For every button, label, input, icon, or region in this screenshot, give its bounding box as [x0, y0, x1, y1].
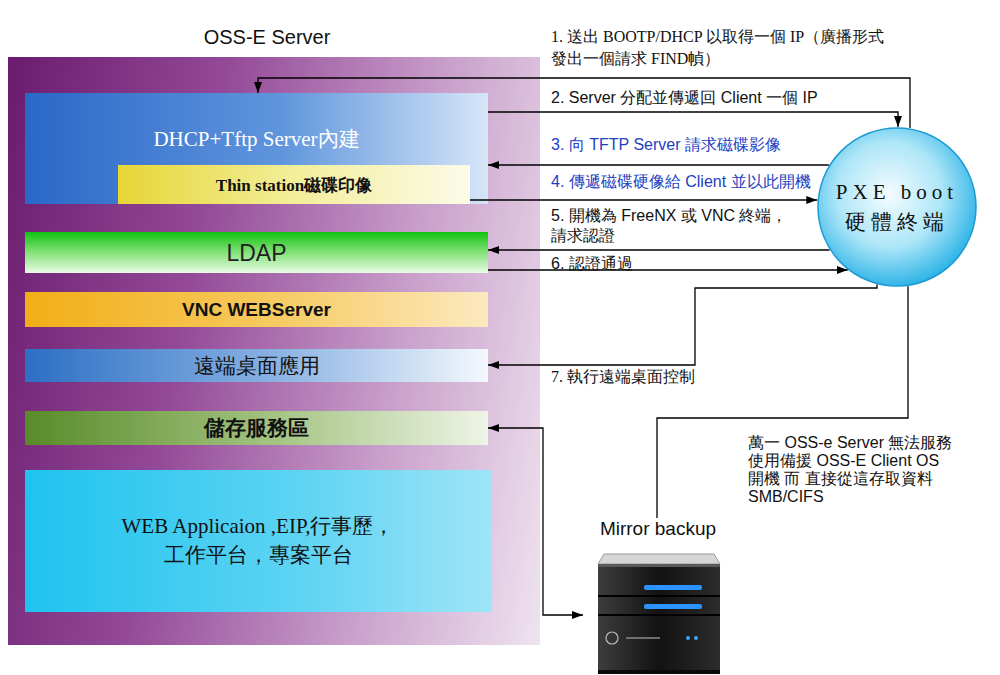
server-body: [598, 564, 720, 674]
edge-label: 6. 認證通過: [551, 254, 633, 275]
connector-arrow: [488, 112, 898, 127]
edge-label: 2. Server 分配並傳遞回 Client 一個 IP: [551, 88, 818, 109]
terminal-circle: PXE boot 硬體終端: [817, 127, 977, 287]
service-band: 遠端桌面應用: [25, 349, 488, 382]
edge-label: 7. 執行遠端桌面控制: [551, 367, 695, 388]
server-seam: [598, 595, 720, 597]
service-band: 儲存服務區: [25, 411, 488, 445]
terminal-label: PXE boot 硬體終端: [817, 177, 977, 237]
connector-arrow: [488, 249, 830, 250]
connector-arrow: [488, 284, 877, 365]
server-light: [644, 604, 702, 609]
server-top: [598, 554, 720, 564]
server-illustration: [596, 552, 722, 675]
server-label: Mirror backup: [583, 518, 733, 540]
connector-arrow: [488, 164, 829, 165]
band-label: Thin station磁碟印像: [118, 173, 470, 196]
connector-arrow: [488, 428, 583, 615]
band-label: LDAP: [25, 239, 488, 266]
band-label: DHCP+Tftp Server內建: [25, 125, 488, 153]
service-band: DHCP+Tftp Server內建 Thin station磁碟印像: [25, 93, 488, 204]
connector-arrow: [258, 78, 910, 128]
band-label: 遠端桌面應用: [25, 352, 488, 380]
connector-arrow: [488, 269, 848, 270]
band-label: VNC WEBServer: [25, 299, 488, 321]
edge-label: 3. 向 TFTP Server 請求磁碟影像: [551, 135, 781, 156]
server-light: [644, 585, 702, 590]
service-band: WEB Applicaion ,EIP,行事歷， 工作平台，專案平台: [25, 470, 492, 612]
server-seam: [598, 614, 720, 616]
service-band: VNC WEBServer: [25, 292, 488, 327]
server-logo: [606, 632, 618, 644]
edge-label: 5. 開機為 FreeNX 或 VNC 終端， 請求認證: [551, 206, 816, 246]
image-band: Thin station磁碟印像: [118, 165, 470, 204]
circle-outline: [817, 127, 977, 287]
band-label: 儲存服務區: [25, 414, 488, 442]
server-led: [686, 636, 690, 640]
server-base: [598, 670, 720, 674]
server-edge: [598, 564, 720, 567]
backup-server: Mirror backup: [583, 518, 733, 675]
edge-label: 1. 送出 BOOTP/DHCP 以取得一個 IP（廣播形式 發出一個請求 FI…: [551, 26, 921, 70]
band-label: WEB Applicaion ,EIP,行事歷， 工作平台，專案平台: [93, 512, 423, 570]
server-slot: [626, 637, 660, 639]
server-led: [694, 636, 698, 640]
circle-shape: [818, 128, 976, 286]
connector-arrow: [470, 199, 817, 200]
edge-label: 萬一 OSS-e Server 無法服務 使用備援 OSS-E Client O…: [748, 434, 963, 506]
edge-label: 4. 傳遞磁碟硬像給 Client 並以此開機: [551, 172, 811, 193]
frame-title: OSS-E Server: [187, 26, 347, 49]
server-frame: OSS-E ServerDHCP+Tftp Server內建Thin stati…: [8, 57, 540, 645]
service-band: LDAP: [25, 232, 488, 273]
